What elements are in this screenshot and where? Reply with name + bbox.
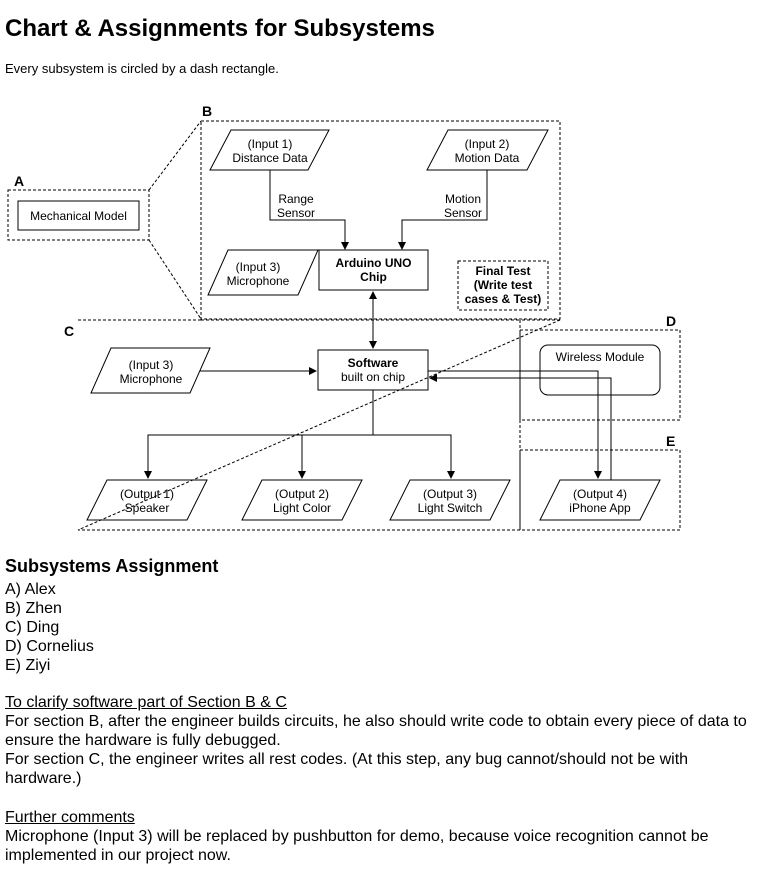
arduino-label-1: Arduino UNO — [336, 256, 412, 270]
section-b-box — [200, 120, 561, 320]
section-label-c: C — [64, 323, 74, 339]
arrow-software-output3 — [373, 434, 455, 479]
final-test-label-2: (Write test — [474, 278, 532, 292]
motion-sensor-label-1: Motion — [445, 192, 481, 206]
clarify-line-c: For section C, the engineer writes all r… — [5, 751, 689, 787]
output4-shape — [539, 479, 661, 521]
arrow-output4-software — [429, 374, 612, 480]
section-e-box — [519, 449, 681, 531]
section-d-box — [519, 329, 681, 421]
output2-shape — [241, 479, 363, 521]
output3-label-2: Light Switch — [418, 501, 483, 515]
page-title: Chart & Assignments for Subsystems — [5, 15, 435, 42]
output4-label-2: iPhone App — [569, 501, 631, 515]
further-heading: Further comments — [5, 809, 135, 826]
assignment-item-b: B) Zhen — [5, 600, 62, 617]
mechanical-model-box — [17, 200, 140, 231]
final-test-box — [457, 260, 549, 311]
zoom-line-top — [148, 120, 202, 191]
arrow-software-output1 — [144, 390, 374, 479]
output1-shape — [86, 479, 208, 521]
assignment-list: A) Alex B) Zhen C) Ding D) Cornelius E) … — [5, 580, 748, 675]
zoom-line-bottom — [148, 239, 202, 320]
subsystem-diagram: A B C D E Mechanical Model (Input 1) Dis… — [7, 103, 681, 531]
software-label-1: Software — [348, 356, 399, 370]
output1-label-1: (Output 1) — [120, 487, 174, 501]
input1-label-2: Distance Data — [232, 151, 308, 165]
arduino-box — [318, 249, 429, 291]
assignment-item-c: C) Ding — [5, 619, 60, 636]
assignment-item-d: D) Cornelius — [5, 638, 94, 655]
software-label-2: built on chip — [341, 370, 405, 384]
section-label-a: A — [14, 173, 24, 189]
wireless-module-box — [539, 344, 661, 396]
input3-b-label-1: (Input 3) — [236, 260, 281, 274]
input1-shape — [209, 129, 330, 171]
assignment-item-e: E) Ziyi — [5, 657, 51, 674]
mechanical-model-label: Mechanical Model — [30, 209, 127, 223]
wireless-module-label: Wireless Module — [556, 350, 645, 364]
output2-label-1: (Output 2) — [275, 487, 329, 501]
clarify-line-b: For section B, after the engineer builds… — [5, 713, 747, 749]
motion-sensor-label-2: Sensor — [444, 206, 482, 220]
output1-label-2: Speaker — [125, 501, 170, 515]
input3-c-label-1: (Input 3) — [129, 358, 174, 372]
section-label-b: B — [202, 103, 212, 119]
input3-c-label-2: Microphone — [120, 372, 183, 386]
arduino-label-2: Chip — [360, 270, 387, 284]
output3-shape — [389, 479, 511, 521]
input2-label-2: Motion Data — [455, 151, 520, 165]
clarify-section: To clarify software part of Section B & … — [5, 693, 748, 788]
input3-b-label-2: Microphone — [227, 274, 290, 288]
clarify-heading: To clarify software part of Section B & … — [5, 694, 287, 711]
arrow-input2-arduino — [398, 170, 488, 250]
range-sensor-label-1: Range — [278, 192, 314, 206]
output4-label-1: (Output 4) — [573, 487, 627, 501]
input3-c-shape — [90, 347, 211, 394]
further-section: Further comments Microphone (Input 3) wi… — [5, 808, 748, 865]
final-test-label-1: Final Test — [475, 264, 530, 278]
section-label-e: E — [666, 433, 675, 449]
arrow-software-output4 — [428, 370, 602, 479]
further-text: Microphone (Input 3) will be replaced by… — [5, 828, 709, 864]
input2-shape — [426, 129, 549, 171]
output3-label-1: (Output 3) — [423, 487, 477, 501]
final-test-label-3: cases & Test) — [465, 292, 541, 306]
assignment-heading: Subsystems Assignment — [5, 556, 219, 576]
input3-b-shape — [207, 249, 319, 296]
range-sensor-label-2: Sensor — [277, 206, 315, 220]
section-label-d: D — [666, 313, 676, 329]
section-a-box — [7, 189, 150, 241]
output2-label-2: Light Color — [273, 501, 331, 515]
arrow-input1-arduino — [269, 170, 349, 250]
page-subtitle: Every subsystem is circled by a dash rec… — [5, 61, 279, 76]
input1-label-1: (Input 1) — [248, 137, 293, 151]
assignment-item-a: A) Alex — [5, 581, 56, 598]
input2-label-1: (Input 2) — [465, 137, 510, 151]
